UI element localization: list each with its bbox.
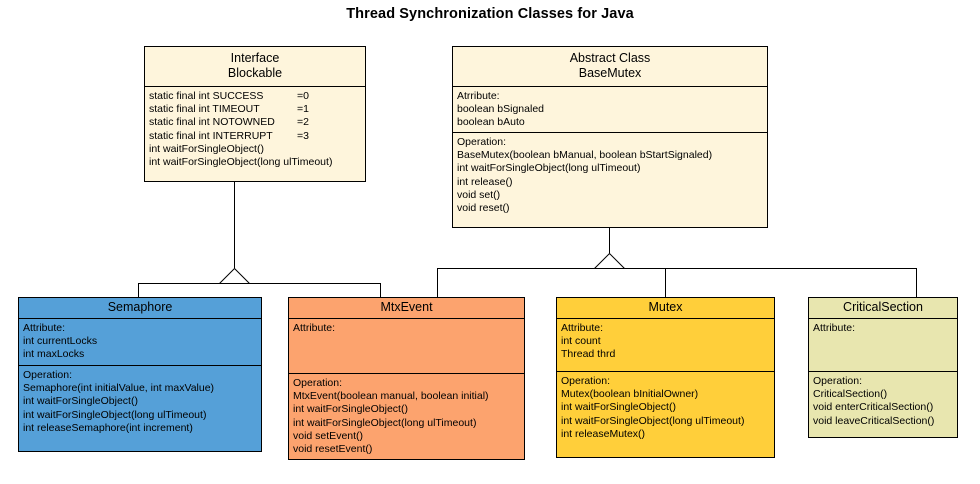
member-row: int waitForSingleObject(long ulTimeout) <box>149 156 333 169</box>
member-row: static final int TIMEOUT =1 <box>149 103 361 116</box>
class-header-blockable: Interface Blockable <box>145 47 365 86</box>
member-row: static final int NOTOWNED =2 <box>149 116 361 129</box>
class-attributes-mutex: Attribute: int count Thread thrd <box>557 318 774 371</box>
member-name: static final int NOTOWNED <box>149 116 275 129</box>
class-header-basemutex: Abstract Class BaseMutex <box>453 47 767 86</box>
compartment-label: Operation: <box>561 375 611 387</box>
class-members-blockable: static final int SUCCESS =0 static final … <box>145 86 365 177</box>
operation-row: Semaphore(int initialValue, int maxValue… <box>23 382 215 395</box>
compartment-label: Atrribute: <box>457 90 500 102</box>
compartment-label: Attribute: <box>23 322 66 334</box>
operation-row: int releaseSemaphore(int increment) <box>23 421 193 434</box>
compartment-label: Operation: <box>813 375 863 387</box>
operation-row: int release() <box>457 175 513 188</box>
member-name: static final int TIMEOUT <box>149 103 260 116</box>
blockable-to-mtxevent-drop <box>380 283 381 298</box>
class-name-basemutex: BaseMutex <box>578 66 642 80</box>
operation-row: int waitForSingleObject() <box>293 403 408 416</box>
member-row: static final int INTERRUPT =3 <box>149 130 361 143</box>
class-attributes-semaphore: Attribute: int currentLocks int maxLocks <box>19 318 261 365</box>
operation-row: MtxEvent(boolean manual, boolean initial… <box>293 390 489 403</box>
class-name-mutex: Mutex <box>648 300 683 314</box>
attribute-row: boolean bSignaled <box>457 103 544 116</box>
basemutex-to-criticalsection-drop <box>916 268 917 298</box>
class-box-semaphore[interactable]: Semaphore Attribute: int currentLocks in… <box>18 297 262 452</box>
class-name-mtxevent: MtxEvent <box>380 300 433 314</box>
class-header-mutex: Mutex <box>557 298 774 318</box>
compartment-label: Operation: <box>293 377 343 389</box>
compartment-label: Operation: <box>457 136 507 148</box>
compartment-label: Operation: <box>23 369 73 381</box>
class-operations-basemutex: Operation: BaseMutex(boolean bManual, bo… <box>453 132 767 223</box>
class-box-basemutex[interactable]: Abstract Class BaseMutex Atrribute: bool… <box>452 46 768 228</box>
class-header-semaphore: Semaphore <box>19 298 261 318</box>
class-stereotype-blockable: Interface <box>230 51 280 65</box>
compartment-label: Attribute: <box>813 322 856 334</box>
basemutex-to-mutex-drop <box>665 268 666 298</box>
member-value: =2 <box>297 116 309 129</box>
compartment-label: Attribute: <box>293 322 336 334</box>
operation-row: int waitForSingleObject(long ulTimeout) <box>561 414 745 427</box>
attribute-row: int maxLocks <box>23 348 85 361</box>
operation-row: int waitForSingleObject(long ulTimeout) <box>457 162 641 175</box>
member-value: =3 <box>297 129 309 142</box>
operation-row: int waitForSingleObject() <box>561 401 676 414</box>
basemutex-generalization-triangle <box>594 253 625 269</box>
operation-row: int waitForSingleObject() <box>23 395 138 408</box>
class-box-mtxevent[interactable]: MtxEvent Attribute: Operation: MtxEvent(… <box>288 297 525 460</box>
class-stereotype-basemutex: Abstract Class <box>569 51 651 65</box>
class-operations-mutex: Operation: Mutex(boolean bInitialOwner) … <box>557 371 774 458</box>
operation-row: BaseMutex(boolean bManual, boolean bStar… <box>457 149 713 162</box>
member-value: =0 <box>297 90 309 102</box>
operation-row: void set() <box>457 188 501 201</box>
member-row: static final int SUCCESS =0 <box>149 90 361 103</box>
operation-row: void setEvent() <box>293 429 364 442</box>
member-value: =1 <box>297 103 309 116</box>
basemutex-generalization-stem <box>609 228 610 253</box>
blockable-to-semaphore-drop <box>138 283 139 298</box>
operation-row: int waitForSingleObject(long ulTimeout) <box>293 416 477 429</box>
class-box-blockable[interactable]: Interface Blockable static final int SUC… <box>144 46 366 182</box>
member-row: int waitForSingleObject() <box>149 142 264 155</box>
basemutex-generalization-bus <box>437 268 917 269</box>
diagram-title: Thread Synchronization Classes for Java <box>346 6 634 22</box>
operation-row: void reset() <box>457 202 510 215</box>
operation-row: void leaveCriticalSection() <box>813 414 935 427</box>
class-box-criticalsection[interactable]: CriticalSection Attribute: Operation: Cr… <box>808 297 958 438</box>
member-name: static final int INTERRUPT <box>149 129 273 142</box>
attribute-row: int count <box>561 335 601 348</box>
operation-row: Mutex(boolean bInitialOwner) <box>561 388 699 401</box>
class-attributes-basemutex: Atrribute: boolean bSignaled boolean bAu… <box>453 86 767 132</box>
class-name-blockable: Blockable <box>227 66 283 80</box>
attribute-row: Thread thrd <box>561 348 616 361</box>
blockable-generalization-bus <box>138 283 381 284</box>
blockable-generalization-triangle <box>219 268 250 284</box>
class-header-criticalsection: CriticalSection <box>809 298 957 318</box>
attribute-row: int currentLocks <box>23 335 98 348</box>
operation-row: int waitForSingleObject(long ulTimeout) <box>23 408 207 421</box>
class-name-criticalsection: CriticalSection <box>843 300 923 314</box>
member-name: static final int SUCCESS <box>149 90 264 102</box>
class-name-semaphore: Semaphore <box>107 300 173 314</box>
class-attributes-criticalsection: Attribute: <box>809 318 957 371</box>
operation-row: CriticalSection() <box>813 388 888 401</box>
attribute-row: boolean bAuto <box>457 116 525 129</box>
compartment-label: Attribute: <box>561 322 604 334</box>
class-operations-mtxevent: Operation: MtxEvent(boolean manual, bool… <box>289 373 524 460</box>
class-operations-criticalsection: Operation: CriticalSection() void enterC… <box>809 371 957 438</box>
class-operations-semaphore: Operation: Semaphore(int initialValue, i… <box>19 365 261 452</box>
operation-row: int releaseMutex() <box>561 427 646 440</box>
blockable-generalization-stem <box>234 182 235 268</box>
class-box-mutex[interactable]: Mutex Attribute: int count Thread thrd O… <box>556 297 775 458</box>
class-attributes-mtxevent: Attribute: <box>289 318 524 373</box>
operation-row: void enterCriticalSection() <box>813 401 934 414</box>
basemutex-to-mtxevent-drop <box>437 268 438 298</box>
class-header-mtxevent: MtxEvent <box>289 298 524 318</box>
operation-row: void resetEvent() <box>293 443 373 456</box>
